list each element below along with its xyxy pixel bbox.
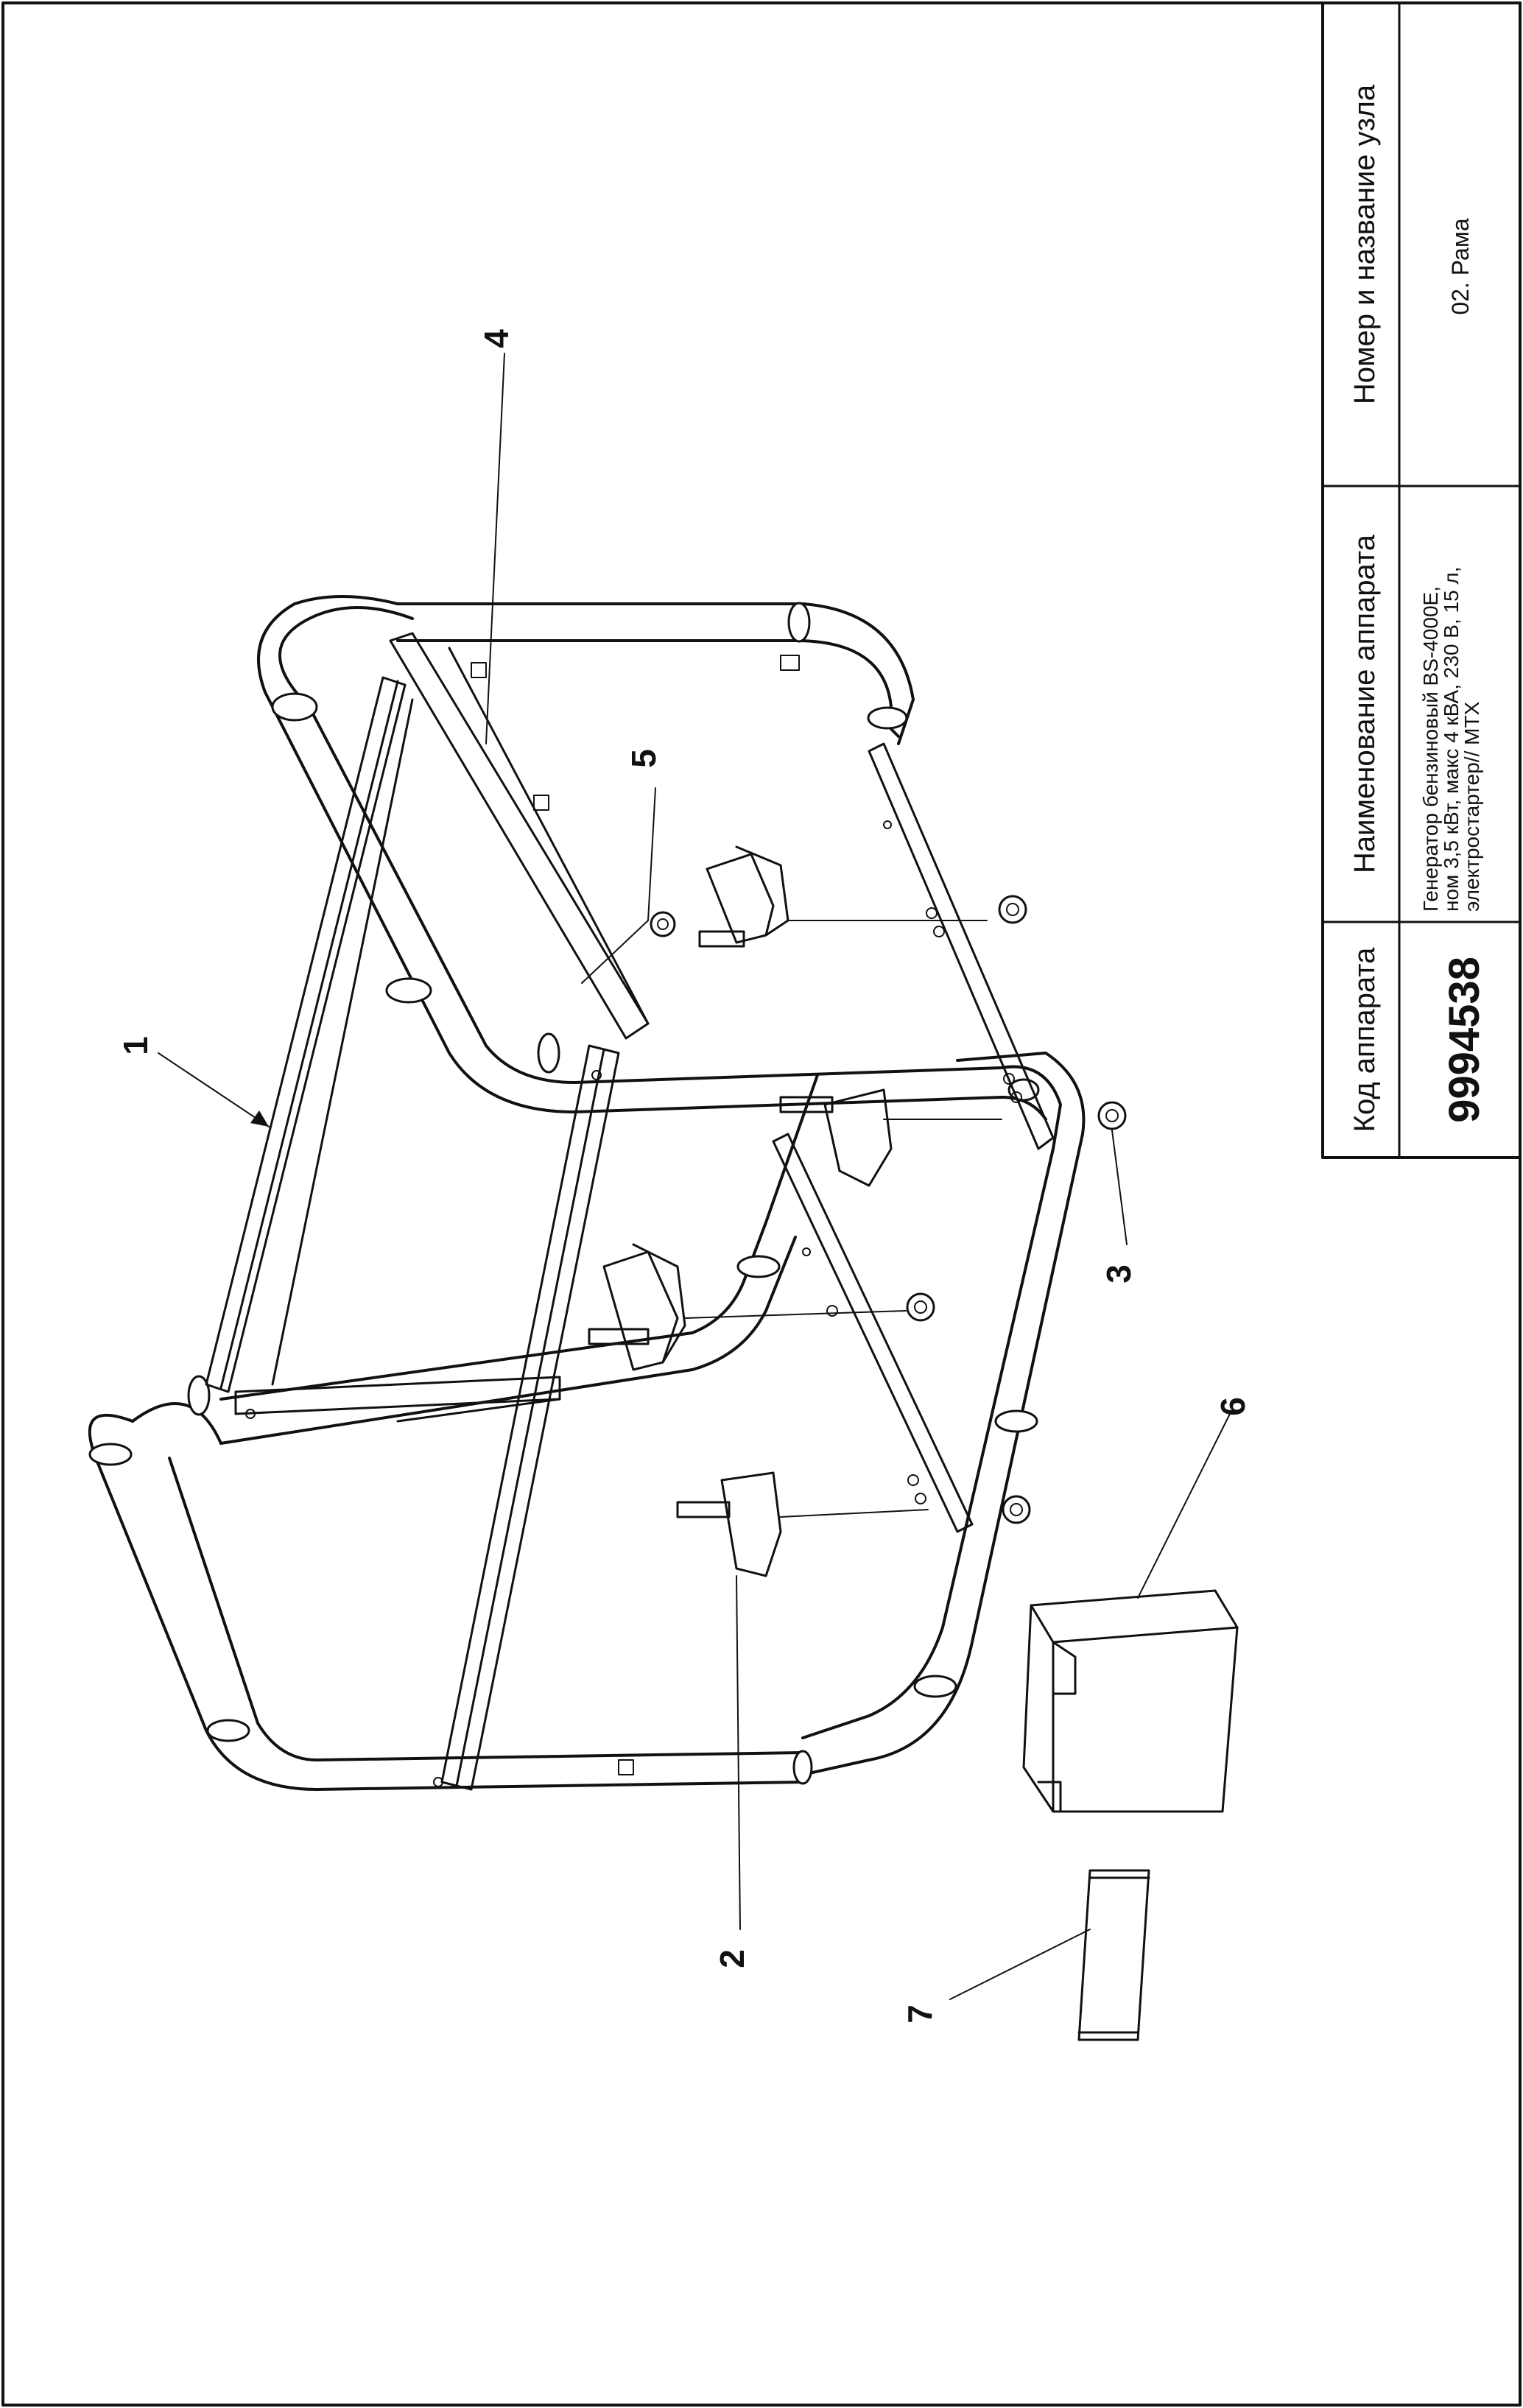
- mount-d: [676, 1471, 929, 1577]
- callout-3: 3: [1100, 1264, 1138, 1284]
- mount-b: [779, 1088, 1002, 1187]
- leader-1: [158, 1052, 270, 1127]
- callout-1: 1: [116, 1036, 155, 1055]
- leader-6: [1137, 1413, 1231, 1599]
- callout-5: 5: [625, 749, 663, 768]
- code-value: 9994538: [1441, 957, 1488, 1123]
- callout-7: 7: [901, 2004, 939, 2024]
- leader-4: [485, 353, 505, 744]
- mount-c: [588, 1243, 907, 1371]
- nut-3: [906, 1292, 935, 1322]
- name-line-3: электростартер// MTX: [1460, 701, 1483, 912]
- battery: [1022, 1589, 1239, 1813]
- mount-a: [698, 845, 988, 948]
- callouts: 1 2 3 4 5 6 7: [116, 329, 1252, 2024]
- tube-frame: [88, 595, 1086, 1791]
- name-line-2: ном 3,5 кВт, макс 4 кВА, 230 В, 15 л,: [1440, 566, 1463, 912]
- name-header: Наименование аппарата: [1348, 534, 1381, 873]
- leader-3: [1111, 1130, 1128, 1245]
- title-block-frame: [1321, 1, 1522, 1159]
- nut-1: [998, 895, 1027, 924]
- name-line-1: Генератор бензиновый BS-4000E,: [1419, 586, 1442, 912]
- code-header: Код аппарата: [1348, 947, 1381, 1132]
- nut-2: [1097, 1101, 1127, 1130]
- arrow-1: [250, 1110, 269, 1127]
- leader-7: [949, 1929, 1091, 2000]
- leader-2: [736, 1575, 741, 1930]
- nut-4: [1002, 1495, 1031, 1524]
- callout-6: 6: [1214, 1397, 1252, 1416]
- nuts: [650, 895, 1127, 1524]
- channel-beams: [205, 632, 1055, 1791]
- node-header: Номер и название узла: [1348, 84, 1381, 404]
- rubber-mounts: [588, 845, 1002, 1577]
- node-value: 02. Рама: [1447, 218, 1474, 314]
- callout-2: 2: [713, 1949, 751, 1968]
- nut-5: [650, 911, 676, 937]
- callout-4: 4: [477, 329, 516, 348]
- title-block: Код аппарата 9994538 Наименование аппара…: [1321, 1, 1522, 1159]
- leader-5: [647, 787, 656, 921]
- battery-bracket: [1077, 1869, 1150, 2041]
